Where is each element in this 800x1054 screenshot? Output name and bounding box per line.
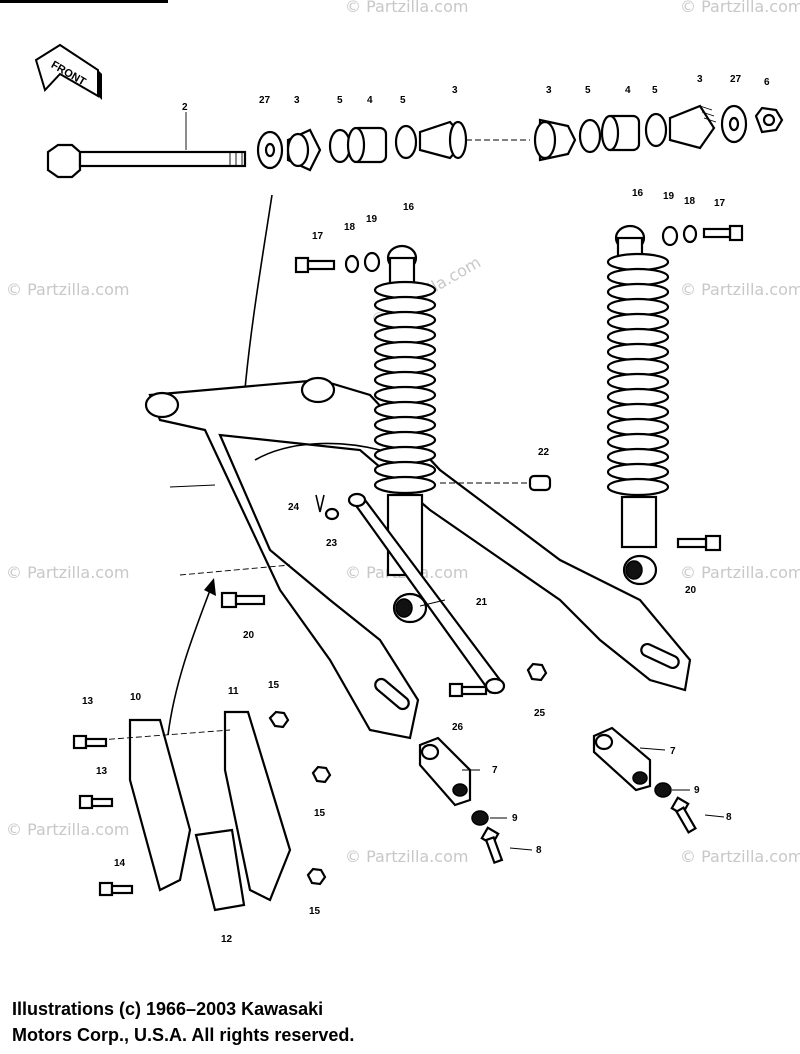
callout: 3 <box>697 74 703 85</box>
callout: 22 <box>538 447 550 458</box>
watermark-text: © Partzilla.com <box>345 0 468 16</box>
callout: 3 <box>546 85 552 96</box>
callout: 3 <box>452 85 458 96</box>
top-rule <box>0 0 168 3</box>
right-shock-absorber <box>606 224 670 586</box>
callouts: 2 27 3 5 4 5 3 3 5 4 5 3 27 6 17 18 19 1… <box>82 74 770 945</box>
callout: 3 <box>294 95 300 106</box>
watermark-text: © Partzilla.com <box>680 563 800 582</box>
callout: 10 <box>130 692 142 703</box>
callout: 5 <box>337 95 343 106</box>
callout: 7 <box>670 746 676 757</box>
callout: 20 <box>243 630 255 641</box>
pivot-bolt <box>46 143 247 179</box>
copyright-line-1: Illustrations (c) 1966–2003 Kawasaki <box>12 999 324 1019</box>
chain-adjusters <box>72 578 332 912</box>
callout: 13 <box>96 766 108 777</box>
watermark-text: © Partzilla.com <box>6 280 129 299</box>
callout: 25 <box>534 708 546 719</box>
front-arrow: FRONT <box>34 43 102 100</box>
callout: 9 <box>694 785 700 796</box>
callout: 19 <box>366 214 378 225</box>
watermark-text: © Partzilla.com <box>6 820 129 839</box>
callout: 15 <box>309 906 321 917</box>
pivot-hardware <box>256 104 784 172</box>
callout: 16 <box>403 202 415 213</box>
callout: 2 <box>182 102 188 113</box>
watermark-text: © Partzilla.com <box>680 0 800 16</box>
callout: 6 <box>764 77 770 88</box>
copyright-notice: Illustrations (c) 1966–2003 Kawasaki Mot… <box>12 996 612 1048</box>
callout: 16 <box>632 188 644 199</box>
callout: 27 <box>730 74 742 85</box>
callout: 9 <box>512 813 518 824</box>
swingarm-exploded-diagram: © Partzilla.com © Partzilla.com © Partzi… <box>6 0 800 945</box>
callout: 8 <box>726 812 732 823</box>
watermark-text: © Partzilla.com <box>680 280 800 299</box>
callout: 7 <box>492 765 498 776</box>
callout: 18 <box>344 222 356 233</box>
callout: 11 <box>228 686 239 697</box>
left-shock-absorber <box>373 244 437 624</box>
callout: 5 <box>400 95 406 106</box>
callout: 23 <box>326 538 338 549</box>
watermark-text: © Partzilla.com <box>6 563 129 582</box>
callout: 27 <box>259 95 271 106</box>
copyright-line-2: Motors Corp., U.S.A. All rights reserved… <box>12 1025 355 1045</box>
leader-lines <box>169 112 725 851</box>
callout: 4 <box>367 95 373 106</box>
watermark-text: © Partzilla.com <box>345 847 468 866</box>
callout: 13 <box>82 696 94 707</box>
callout: 15 <box>314 808 326 819</box>
fasteners <box>220 224 744 865</box>
assembly-arrow <box>243 194 273 401</box>
callout: 18 <box>684 196 696 207</box>
callout: 17 <box>714 198 726 209</box>
callout: 5 <box>585 85 591 96</box>
callout: 15 <box>268 680 280 691</box>
callout: 19 <box>663 191 675 202</box>
callout: 26 <box>452 722 464 733</box>
callout: 24 <box>288 502 300 513</box>
callout: 12 <box>221 934 233 945</box>
callout: 17 <box>312 231 324 242</box>
watermark-text: © Partzilla.com <box>680 847 800 866</box>
callout: 8 <box>536 845 542 856</box>
callout: 5 <box>652 85 658 96</box>
callout: 21 <box>476 597 488 608</box>
callout: 4 <box>625 85 631 96</box>
callout: 14 <box>114 858 126 869</box>
callout: 20 <box>685 585 697 596</box>
